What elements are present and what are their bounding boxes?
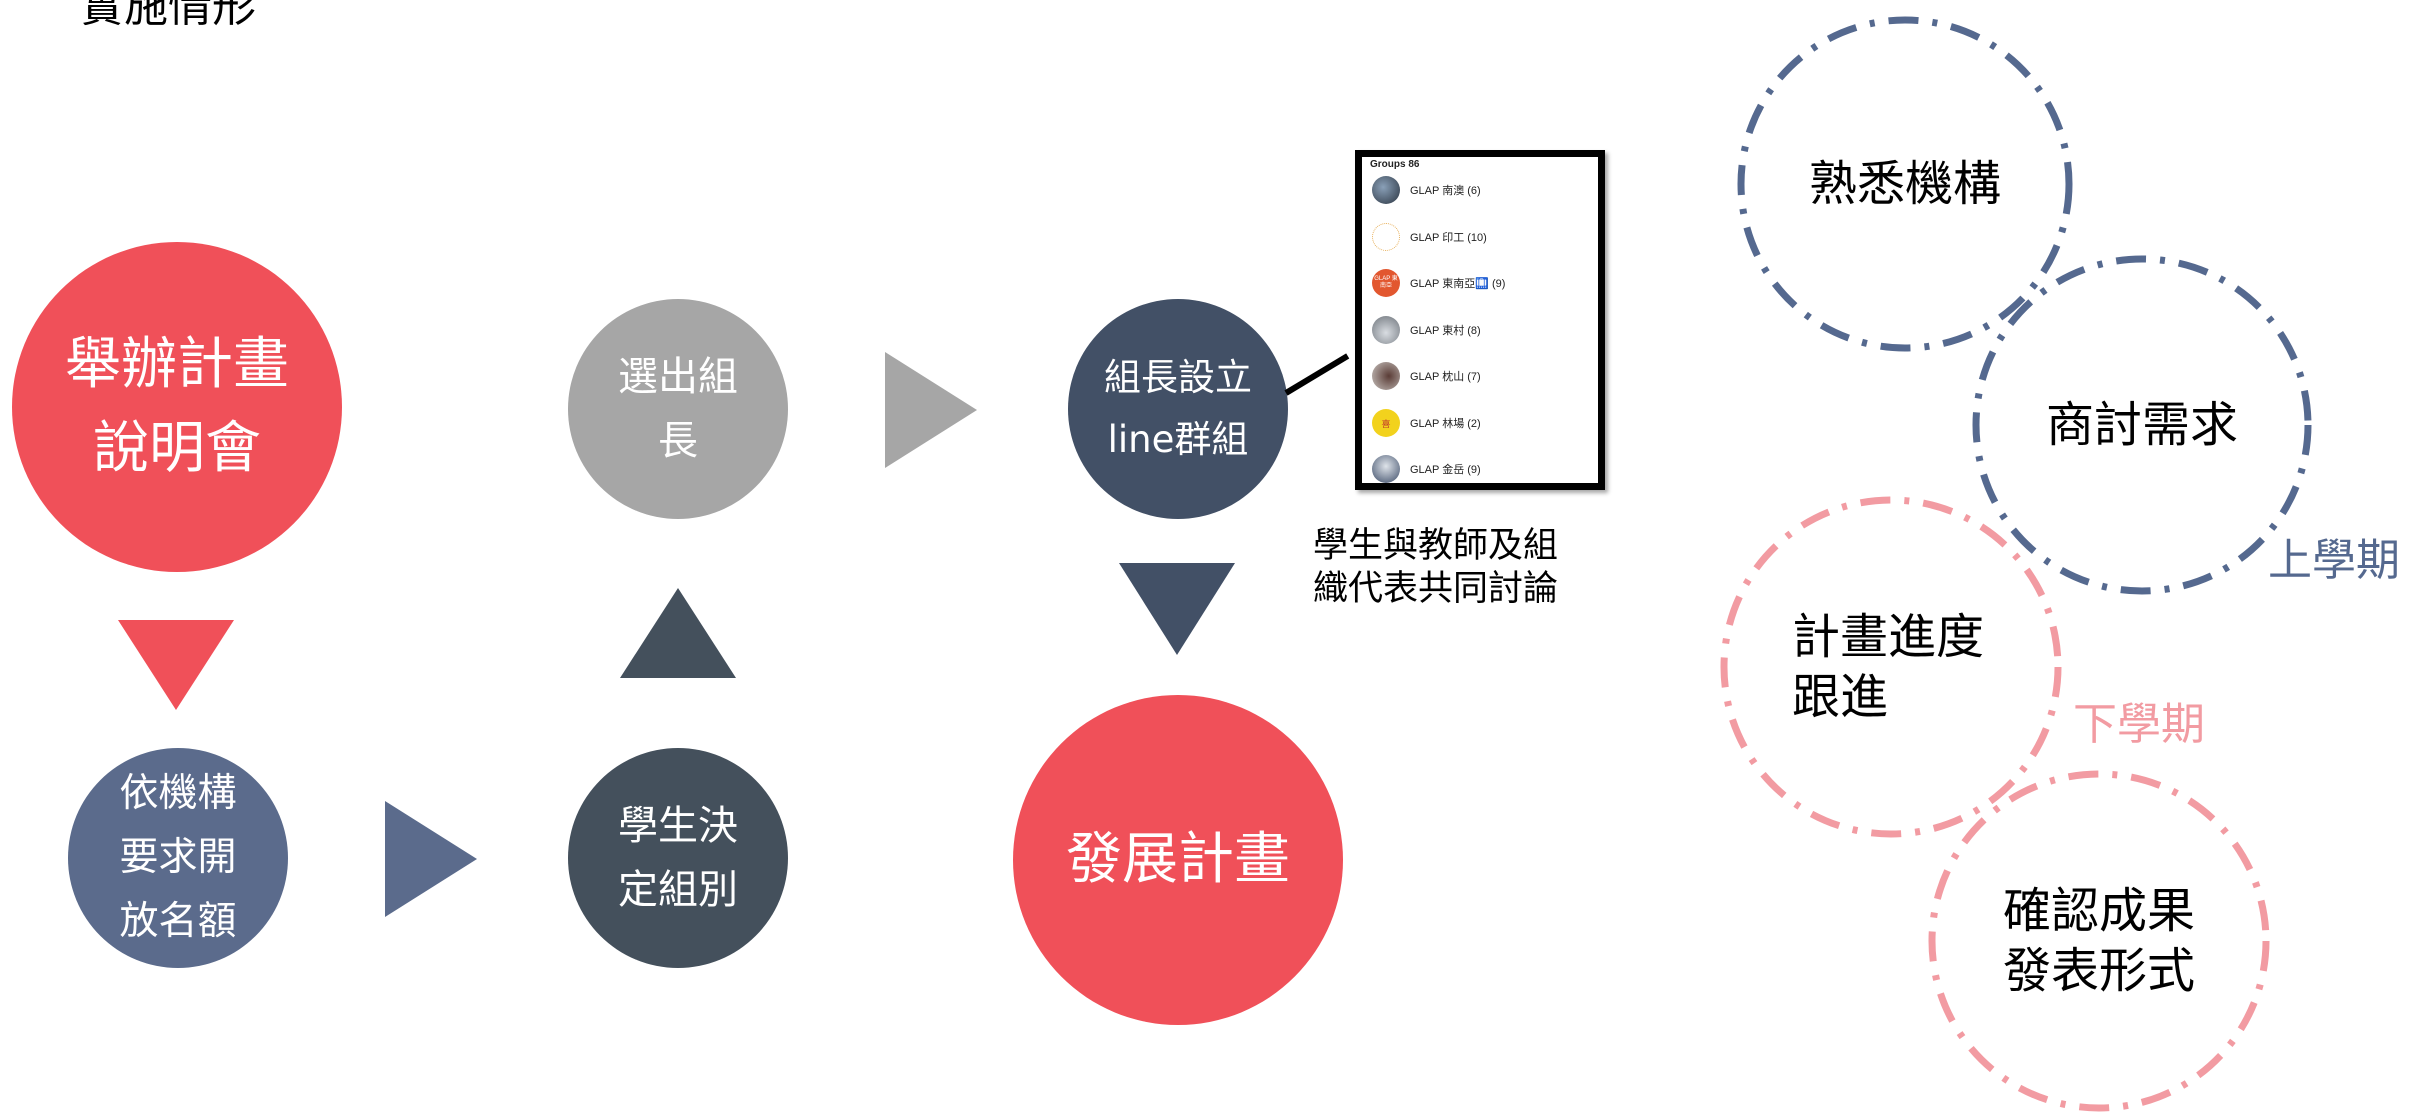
avatar-text: GLAP 東南亞 — [1374, 276, 1398, 289]
chat-group-name: GLAP 東村 (8) — [1410, 325, 1481, 337]
info-session-line-2: 說明會 — [93, 416, 261, 481]
up-arrow-dark — [620, 588, 736, 678]
ring-discuss-text: 商討需求 — [2045, 397, 2238, 453]
quota-line-1: 依機構 — [119, 771, 237, 816]
choose-group-line-2: 定組別 — [618, 867, 738, 913]
ring-confirm-line-2: 發表形式 — [2002, 943, 2195, 999]
avatar-icon — [1372, 223, 1400, 251]
chat-list-item: GLAP 東南亞 GLAP 東南亞🛄 (9) — [1372, 267, 1505, 299]
chat-connector-line — [1284, 353, 1350, 396]
line-group-line-2: line群組 — [1107, 418, 1249, 461]
ring-progress: 計畫進度 跟進 — [1720, 496, 2062, 838]
ring-confirm-border — [1928, 770, 2270, 1112]
line-groups-screenshot: Groups 86 GLAP 南澳 (6) GLAP 印工 (10) GLAP … — [1355, 150, 1605, 490]
page-title: 實施情形 — [80, 0, 256, 32]
second-semester-label: 下學期 — [2073, 699, 2205, 750]
avatar-icon — [1372, 455, 1400, 483]
chat-list-header: Groups 86 — [1370, 159, 1420, 170]
avatar-text: 喜 — [1381, 418, 1391, 429]
develop-plan-line-1: 發展計畫 — [1066, 827, 1290, 892]
ring-confirm-text: 確認成果 發表形式 — [2003, 881, 2195, 1001]
chat-list-item: GLAP 金岳 (9) — [1372, 453, 1481, 485]
down-arrow-navy — [1119, 563, 1235, 655]
ring-familiar-border — [1737, 16, 2073, 352]
ring-familiar: 熟悉機構 — [1737, 16, 2073, 352]
first-semester-label: 上學期 — [2268, 535, 2400, 586]
chat-group-name: GLAP 南澳 (6) — [1410, 185, 1481, 197]
ring-familiar-text: 熟悉機構 — [1808, 156, 2001, 212]
avatar-icon — [1372, 362, 1400, 390]
discussion-caption: 學生與教師及組 織代表共同討論 — [1313, 525, 1558, 611]
info-session-node: 舉辦計畫 說明會 — [12, 242, 342, 572]
chat-list-item: GLAP 南澳 (6) — [1372, 174, 1481, 206]
caption-line-2: 織代表共同討論 — [1313, 569, 1559, 609]
choose-group-node: 學生決 定組別 — [568, 748, 788, 968]
caption-line-1: 學生與教師及組 — [1313, 526, 1559, 566]
ring-discuss-border — [1972, 255, 2312, 595]
avatar-icon — [1372, 316, 1400, 344]
right-arrow-blue — [385, 801, 477, 917]
ring-confirm: 確認成果 發表形式 — [1928, 770, 2270, 1112]
chat-group-name: GLAP 林場 (2) — [1410, 418, 1481, 430]
ring-confirm-line-1: 確認成果 — [2002, 883, 2195, 939]
ring-discuss: 商討需求 — [1972, 255, 2312, 595]
choose-group-line-1: 學生決 — [618, 803, 738, 849]
line-group-node: 組長設立 line群組 — [1068, 299, 1288, 519]
pick-leader-line-2: 長 — [658, 418, 698, 464]
ring-progress-line-2: 跟進 — [1792, 669, 1889, 725]
chat-group-name: GLAP 枕山 (7) — [1410, 371, 1481, 383]
line-group-line-1: 組長設立 — [1104, 356, 1252, 399]
chat-group-name: GLAP 東南亞🛄 (9) — [1410, 278, 1506, 290]
avatar-icon: GLAP 東南亞 — [1372, 269, 1400, 297]
avatar-icon: 喜 — [1372, 409, 1400, 437]
develop-plan-node: 發展計畫 — [1013, 695, 1343, 1025]
right-arrow-gray — [885, 352, 977, 468]
pick-leader-node: 選出組 長 — [568, 299, 788, 519]
quota-line-3: 放名額 — [119, 899, 237, 944]
quota-node: 依機構 要求開 放名額 — [68, 748, 288, 968]
chat-list-item: GLAP 印工 (10) — [1372, 221, 1487, 253]
chat-group-name: GLAP 金岳 (9) — [1410, 464, 1481, 476]
chat-list-item: GLAP 東村 (8) — [1372, 314, 1481, 346]
avatar-icon — [1372, 176, 1400, 204]
chat-group-name: GLAP 印工 (10) — [1410, 232, 1487, 244]
pick-leader-line-1: 選出組 — [618, 354, 738, 400]
ring-progress-line-1: 計畫進度 — [1792, 609, 1985, 665]
info-session-line-1: 舉辦計畫 — [65, 332, 289, 397]
ring-progress-border — [1720, 496, 2062, 838]
chat-list-item: GLAP 枕山 (7) — [1372, 360, 1481, 392]
quota-line-2: 要求開 — [119, 835, 237, 880]
ring-progress-text: 計畫進度 跟進 — [1720, 607, 1984, 727]
down-arrow-red — [118, 620, 234, 710]
chat-list-item: 喜 GLAP 林場 (2) — [1372, 407, 1481, 439]
